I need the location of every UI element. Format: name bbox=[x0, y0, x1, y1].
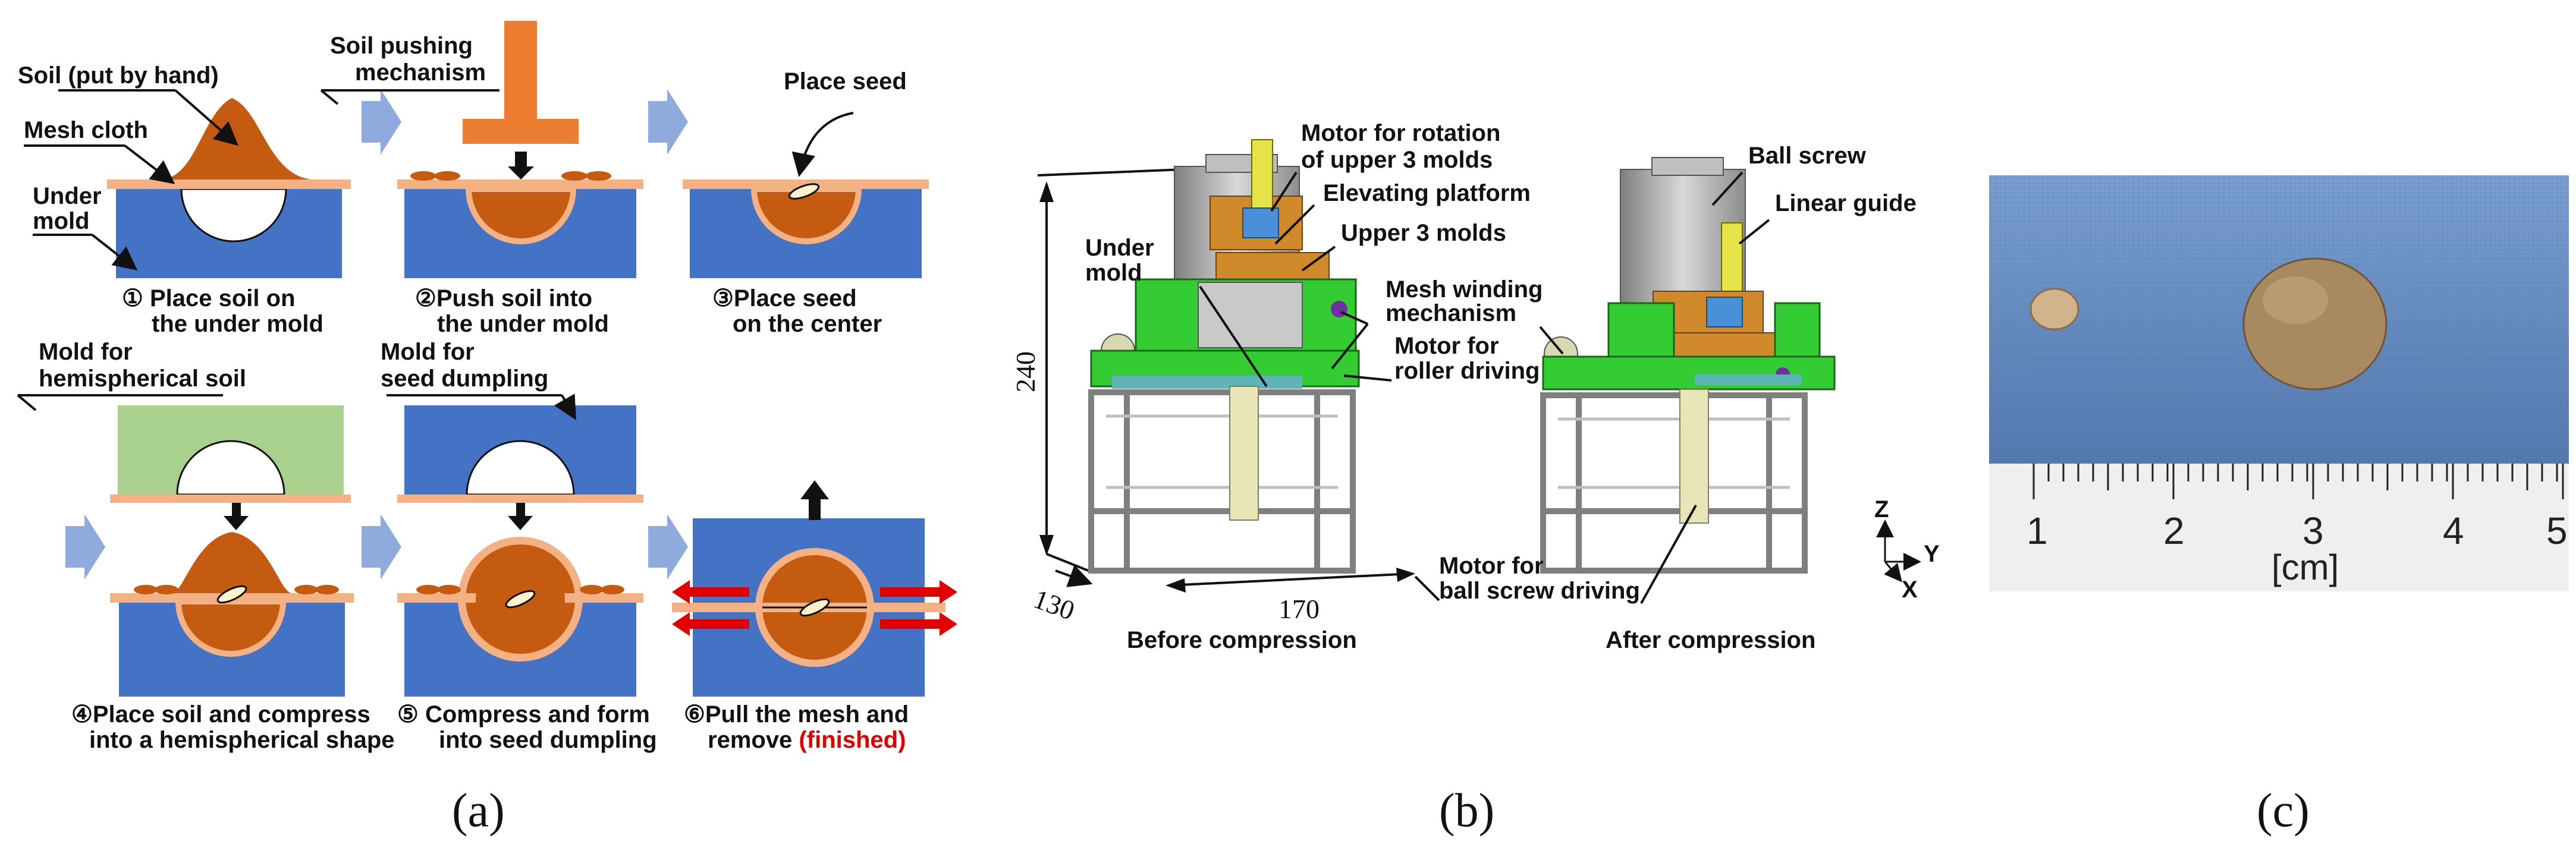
step-6-caption-2: remove (finished) bbox=[708, 727, 906, 753]
label-motor-rotation-1: Motor for rotation bbox=[1301, 120, 1501, 146]
label-soil-pushing-2: mechanism bbox=[355, 59, 486, 86]
label-motor-ball-screw-1: Motor for bbox=[1439, 553, 1544, 579]
label-mold-hemi-1: Mold for bbox=[39, 339, 133, 365]
step-3-caption-2: on the center bbox=[733, 311, 882, 337]
axis-x-label: X bbox=[1902, 577, 1918, 603]
step-3-caption-1: ③Place seed bbox=[712, 285, 857, 311]
finished-label: (finished) bbox=[799, 727, 906, 753]
soil-pusher bbox=[504, 21, 537, 119]
dimension-lines bbox=[1037, 167, 1415, 593]
step-1-diagram bbox=[24, 89, 351, 278]
label-ball-screw: Ball screw bbox=[1748, 143, 1867, 169]
panel-b: 240 130 170 bbox=[1010, 120, 1940, 837]
step-5-diagram bbox=[387, 393, 643, 697]
caption-c: (c) bbox=[2257, 785, 2310, 837]
step-2-caption-2: the under mold bbox=[437, 311, 609, 337]
axis-z-label: Z bbox=[1874, 496, 1889, 522]
ruler-ticks bbox=[2032, 464, 2564, 499]
label-elevating-platform: Elevating platform bbox=[1323, 180, 1531, 206]
step-4-diagram bbox=[17, 394, 354, 697]
machine-after bbox=[1540, 157, 1836, 574]
label-motor-roller-1: Motor for bbox=[1394, 333, 1499, 359]
label-upper-3-molds: Upper 3 molds bbox=[1341, 220, 1506, 246]
panel-a: Soil (put by hand) Mesh cloth Under mold… bbox=[17, 21, 957, 837]
step-6-caption-1: ⑥Pull the mesh and bbox=[684, 701, 909, 728]
panel-c: 1 2 3 4 5 [cm] (c) bbox=[1989, 175, 2569, 837]
label-place-seed: Place seed bbox=[784, 68, 907, 95]
dim-depth: 130 bbox=[1030, 583, 1079, 626]
step-6-diagram bbox=[672, 480, 957, 697]
step-5-caption-1: ⑤ Compress and form bbox=[397, 701, 650, 728]
ruler-number-3: 3 bbox=[2302, 509, 2324, 552]
pull-arrows bbox=[672, 580, 957, 636]
label-under-mold-2: mold bbox=[33, 208, 90, 234]
seed-dumpling-photo bbox=[2242, 257, 2387, 391]
axis-y-label: Y bbox=[1924, 541, 1940, 567]
step-6-caption-2a: remove bbox=[708, 727, 799, 753]
step-5-caption-2: into seed dumpling bbox=[439, 727, 657, 753]
mesh-cloth bbox=[107, 180, 351, 189]
label-mesh-winding-2: mechanism bbox=[1386, 300, 1516, 326]
flow-arrows bbox=[65, 89, 688, 580]
step-2-diagram bbox=[320, 21, 643, 278]
label-mold-dumpling-2: seed dumpling bbox=[381, 366, 548, 392]
step-1-caption-2: the under mold bbox=[152, 311, 323, 337]
machine-before bbox=[1088, 139, 1360, 574]
ruler-number-2: 2 bbox=[2163, 509, 2185, 552]
dim-height: 240 bbox=[1010, 351, 1041, 392]
label-under-mold-b-2: mold bbox=[1085, 260, 1142, 286]
label-motor-rotation-2: of upper 3 molds bbox=[1301, 147, 1493, 173]
label-soil-by-hand: Soil (put by hand) bbox=[18, 62, 219, 89]
step-4-caption-1: ④Place soil and compress bbox=[71, 701, 370, 728]
ruler-number-5: 5 bbox=[2546, 509, 2568, 552]
ruler bbox=[1989, 464, 2569, 591]
label-mesh-winding-1: Mesh winding bbox=[1386, 276, 1543, 303]
label-before-compression: Before compression bbox=[1127, 627, 1357, 653]
step-1-caption-1: ① Place soil on bbox=[122, 285, 296, 311]
caption-b: (b) bbox=[1439, 785, 1494, 837]
seed-photo bbox=[2030, 288, 2079, 330]
flow-arrow-4 bbox=[362, 514, 401, 580]
label-motor-ball-screw-2: ball screw driving bbox=[1439, 578, 1640, 604]
label-soil-pushing-1: Soil pushing bbox=[330, 33, 473, 59]
flow-arrow-1 bbox=[362, 89, 401, 155]
label-under-mold-b-1: Under bbox=[1085, 235, 1154, 261]
label-motor-roller-2: roller driving bbox=[1394, 358, 1540, 384]
label-mold-hemi-2: hemispherical soil bbox=[39, 366, 246, 392]
leader-lines-b bbox=[1199, 171, 1770, 604]
label-under-mold-1: Under bbox=[33, 183, 102, 209]
label-mold-dumpling-1: Mold for bbox=[381, 339, 475, 365]
flow-arrow-5 bbox=[648, 514, 688, 580]
up-arrow bbox=[800, 480, 829, 520]
step-2-caption-1: ②Push soil into bbox=[415, 285, 592, 311]
step-3-diagram bbox=[683, 112, 929, 278]
caption-a: (a) bbox=[452, 785, 505, 837]
mold-cavity bbox=[180, 188, 287, 243]
seed bbox=[788, 183, 820, 200]
soil-mound bbox=[161, 98, 312, 180]
label-after-compression: After compression bbox=[1606, 627, 1815, 653]
ruler-unit: [cm] bbox=[2272, 547, 2339, 587]
ruler-number-4: 4 bbox=[2443, 509, 2464, 552]
axis-triad bbox=[1876, 519, 1921, 582]
dim-width: 170 bbox=[1278, 594, 1320, 624]
ruler-number-1: 1 bbox=[2027, 509, 2048, 552]
flow-arrow-3 bbox=[65, 514, 105, 580]
step-4-caption-2: into a hemispherical shape bbox=[89, 727, 395, 753]
label-linear-guide: Linear guide bbox=[1775, 190, 1917, 216]
down-arrow bbox=[508, 152, 534, 180]
label-mesh-cloth: Mesh cloth bbox=[24, 117, 148, 143]
flow-arrow-2 bbox=[648, 89, 688, 155]
